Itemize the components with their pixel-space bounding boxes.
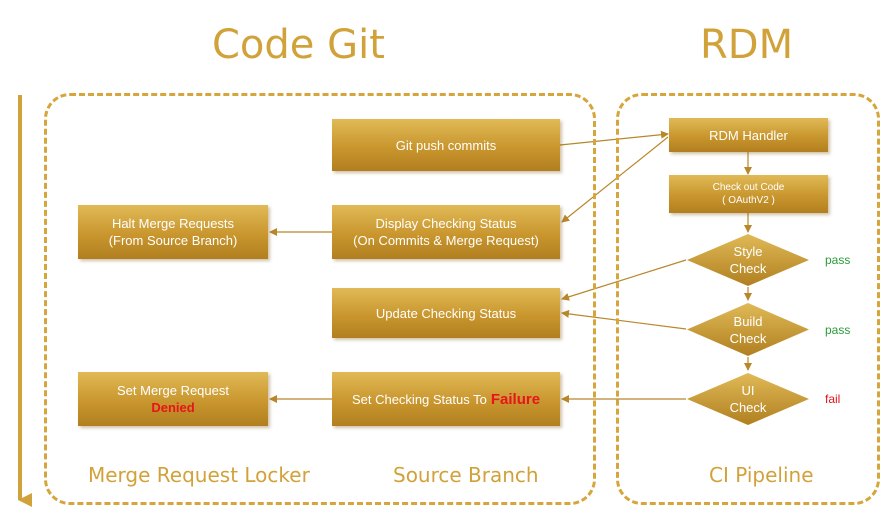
display-status-line1: Display Checking Status — [375, 216, 517, 231]
diamond-shape — [687, 303, 809, 356]
halt-merge-box: Halt Merge Requests (From Source Branch) — [78, 205, 268, 259]
heading-rdm: RDM — [700, 22, 794, 68]
style-check-line1: Style — [733, 244, 763, 259]
code-git-group — [44, 93, 596, 505]
checkout-line1: Check out Code — [712, 182, 785, 193]
halt-line1: Halt Merge Requests — [111, 216, 235, 231]
caption-ci-pipeline: CI Pipeline — [709, 463, 814, 487]
checkout-code-box: Check out Code ( OAuthV2 ) — [669, 175, 828, 213]
build-check-result: pass — [825, 323, 851, 337]
ui-check-line2: Check — [729, 400, 767, 415]
build-check-line1: Build — [733, 313, 763, 329]
checkout-line2: ( OAuthV2 ) — [722, 195, 775, 206]
diamond-shape — [687, 373, 809, 425]
rdm-group — [616, 93, 880, 505]
halt-line2: (From Source Branch) — [108, 233, 238, 248]
ui-check-result: fail — [825, 392, 841, 406]
rdm-handler-box: RDM Handler — [669, 118, 828, 152]
ui-check-line1: UI — [741, 383, 755, 398]
set-status-box: Set Checking Status To Failure — [332, 372, 560, 426]
ui-check-diamond: UI Check — [686, 372, 810, 426]
heading-code-git: Code Git — [212, 22, 385, 68]
denied-label: Denied — [151, 400, 195, 415]
caption-merge-request-locker: Merge Request Locker — [88, 463, 310, 487]
display-status-box: Display Checking Status (On Commits & Me… — [332, 205, 560, 259]
rdm-handler-label: RDM Handler — [709, 127, 788, 143]
build-check-diamond: Build Check — [686, 302, 810, 357]
style-check-line2: Check — [729, 261, 767, 276]
git-push-box: Git push commits — [332, 119, 560, 171]
set-status-prefix: Set Checking Status To — [351, 391, 487, 407]
arrow-handler-to-display — [561, 136, 669, 223]
caption-source-branch: Source Branch — [393, 463, 539, 487]
set-merge-request-box: Set Merge Request Denied — [78, 372, 268, 426]
style-check-result: pass — [825, 253, 851, 267]
arrow-build-to-update — [561, 309, 687, 330]
style-check-diamond: Style Check — [686, 233, 810, 287]
arrow-push-to-handler — [559, 130, 669, 146]
diamond-shape — [687, 234, 809, 286]
update-status-box: Update Checking Status — [332, 288, 560, 338]
build-check-line2: Check — [729, 330, 767, 346]
update-status-label: Update Checking Status — [375, 305, 517, 321]
failure-label: Failure — [490, 390, 541, 408]
display-status-line2: (On Commits & Merge Request) — [353, 233, 539, 248]
set-mr-line1: Set Merge Request — [116, 383, 229, 398]
git-push-label: Git push commits — [395, 137, 497, 153]
arrow-style-to-update — [561, 259, 687, 301]
